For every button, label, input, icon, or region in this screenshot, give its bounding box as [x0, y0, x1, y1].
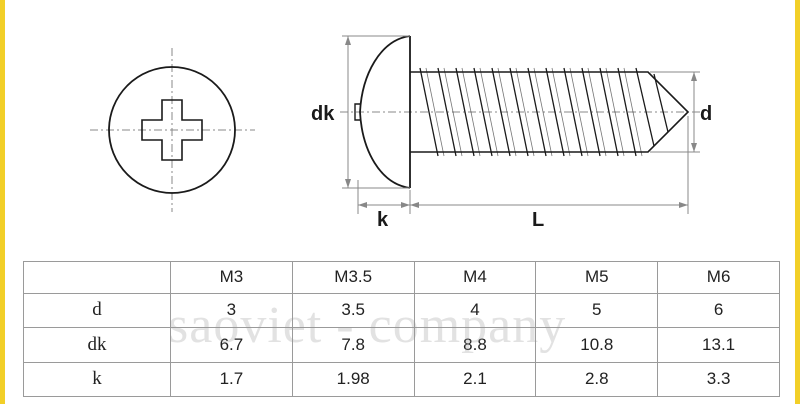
- table-cell: 1.98: [291, 361, 415, 397]
- table-cell: 3.5: [291, 292, 415, 328]
- label-d: d: [700, 103, 712, 125]
- table-cell: 3: [170, 292, 293, 328]
- frame-right-border: [795, 0, 800, 404]
- screw-head-side: [359, 35, 411, 189]
- row-label: d: [23, 292, 171, 328]
- header-cell: M3.5: [291, 261, 415, 294]
- screw-shank: [410, 71, 690, 153]
- screw-head-front-view: [90, 48, 255, 212]
- table-cell: 8.8: [413, 327, 537, 363]
- label-dk: dk: [311, 103, 335, 125]
- table-cell: 1.7: [170, 361, 293, 397]
- phillips-cross: [141, 99, 203, 161]
- table-cell: 3.3: [657, 361, 780, 397]
- table-cell: 13.1: [657, 327, 780, 363]
- row-label: k: [23, 361, 171, 397]
- dimension-lines: [342, 35, 700, 214]
- header-cell: M4: [413, 261, 537, 294]
- table-cell: 2.8: [535, 361, 659, 397]
- header-cell: [23, 261, 171, 294]
- size-table: M3 M3.5 M4 M5 M6 d 3 3.5 4 5 6 dk 6.7 7.…: [23, 261, 780, 397]
- table-row: dk 6.7 7.8 8.8 10.8 13.1: [23, 327, 780, 363]
- screw-side-view: [340, 35, 700, 189]
- header-cell: M5: [535, 261, 659, 294]
- table-cell: 7.8: [291, 327, 415, 363]
- frame-left-border: [0, 0, 5, 404]
- table-cell: 4: [413, 292, 537, 328]
- label-k: k: [377, 209, 389, 231]
- table-row: k 1.7 1.98 2.1 2.8 3.3: [23, 361, 780, 397]
- table-cell: 5: [535, 292, 659, 328]
- table-cell: 6: [657, 292, 780, 328]
- row-label: dk: [23, 327, 171, 363]
- table-cell: 2.1: [413, 361, 537, 397]
- label-L: L: [532, 209, 544, 231]
- header-cell: M3: [170, 261, 293, 294]
- table-header-row: M3 M3.5 M4 M5 M6: [23, 261, 780, 294]
- table-cell: 6.7: [170, 327, 293, 363]
- table-cell: 10.8: [535, 327, 659, 363]
- table-row: d 3 3.5 4 5 6: [23, 292, 780, 328]
- header-cell: M6: [657, 261, 780, 294]
